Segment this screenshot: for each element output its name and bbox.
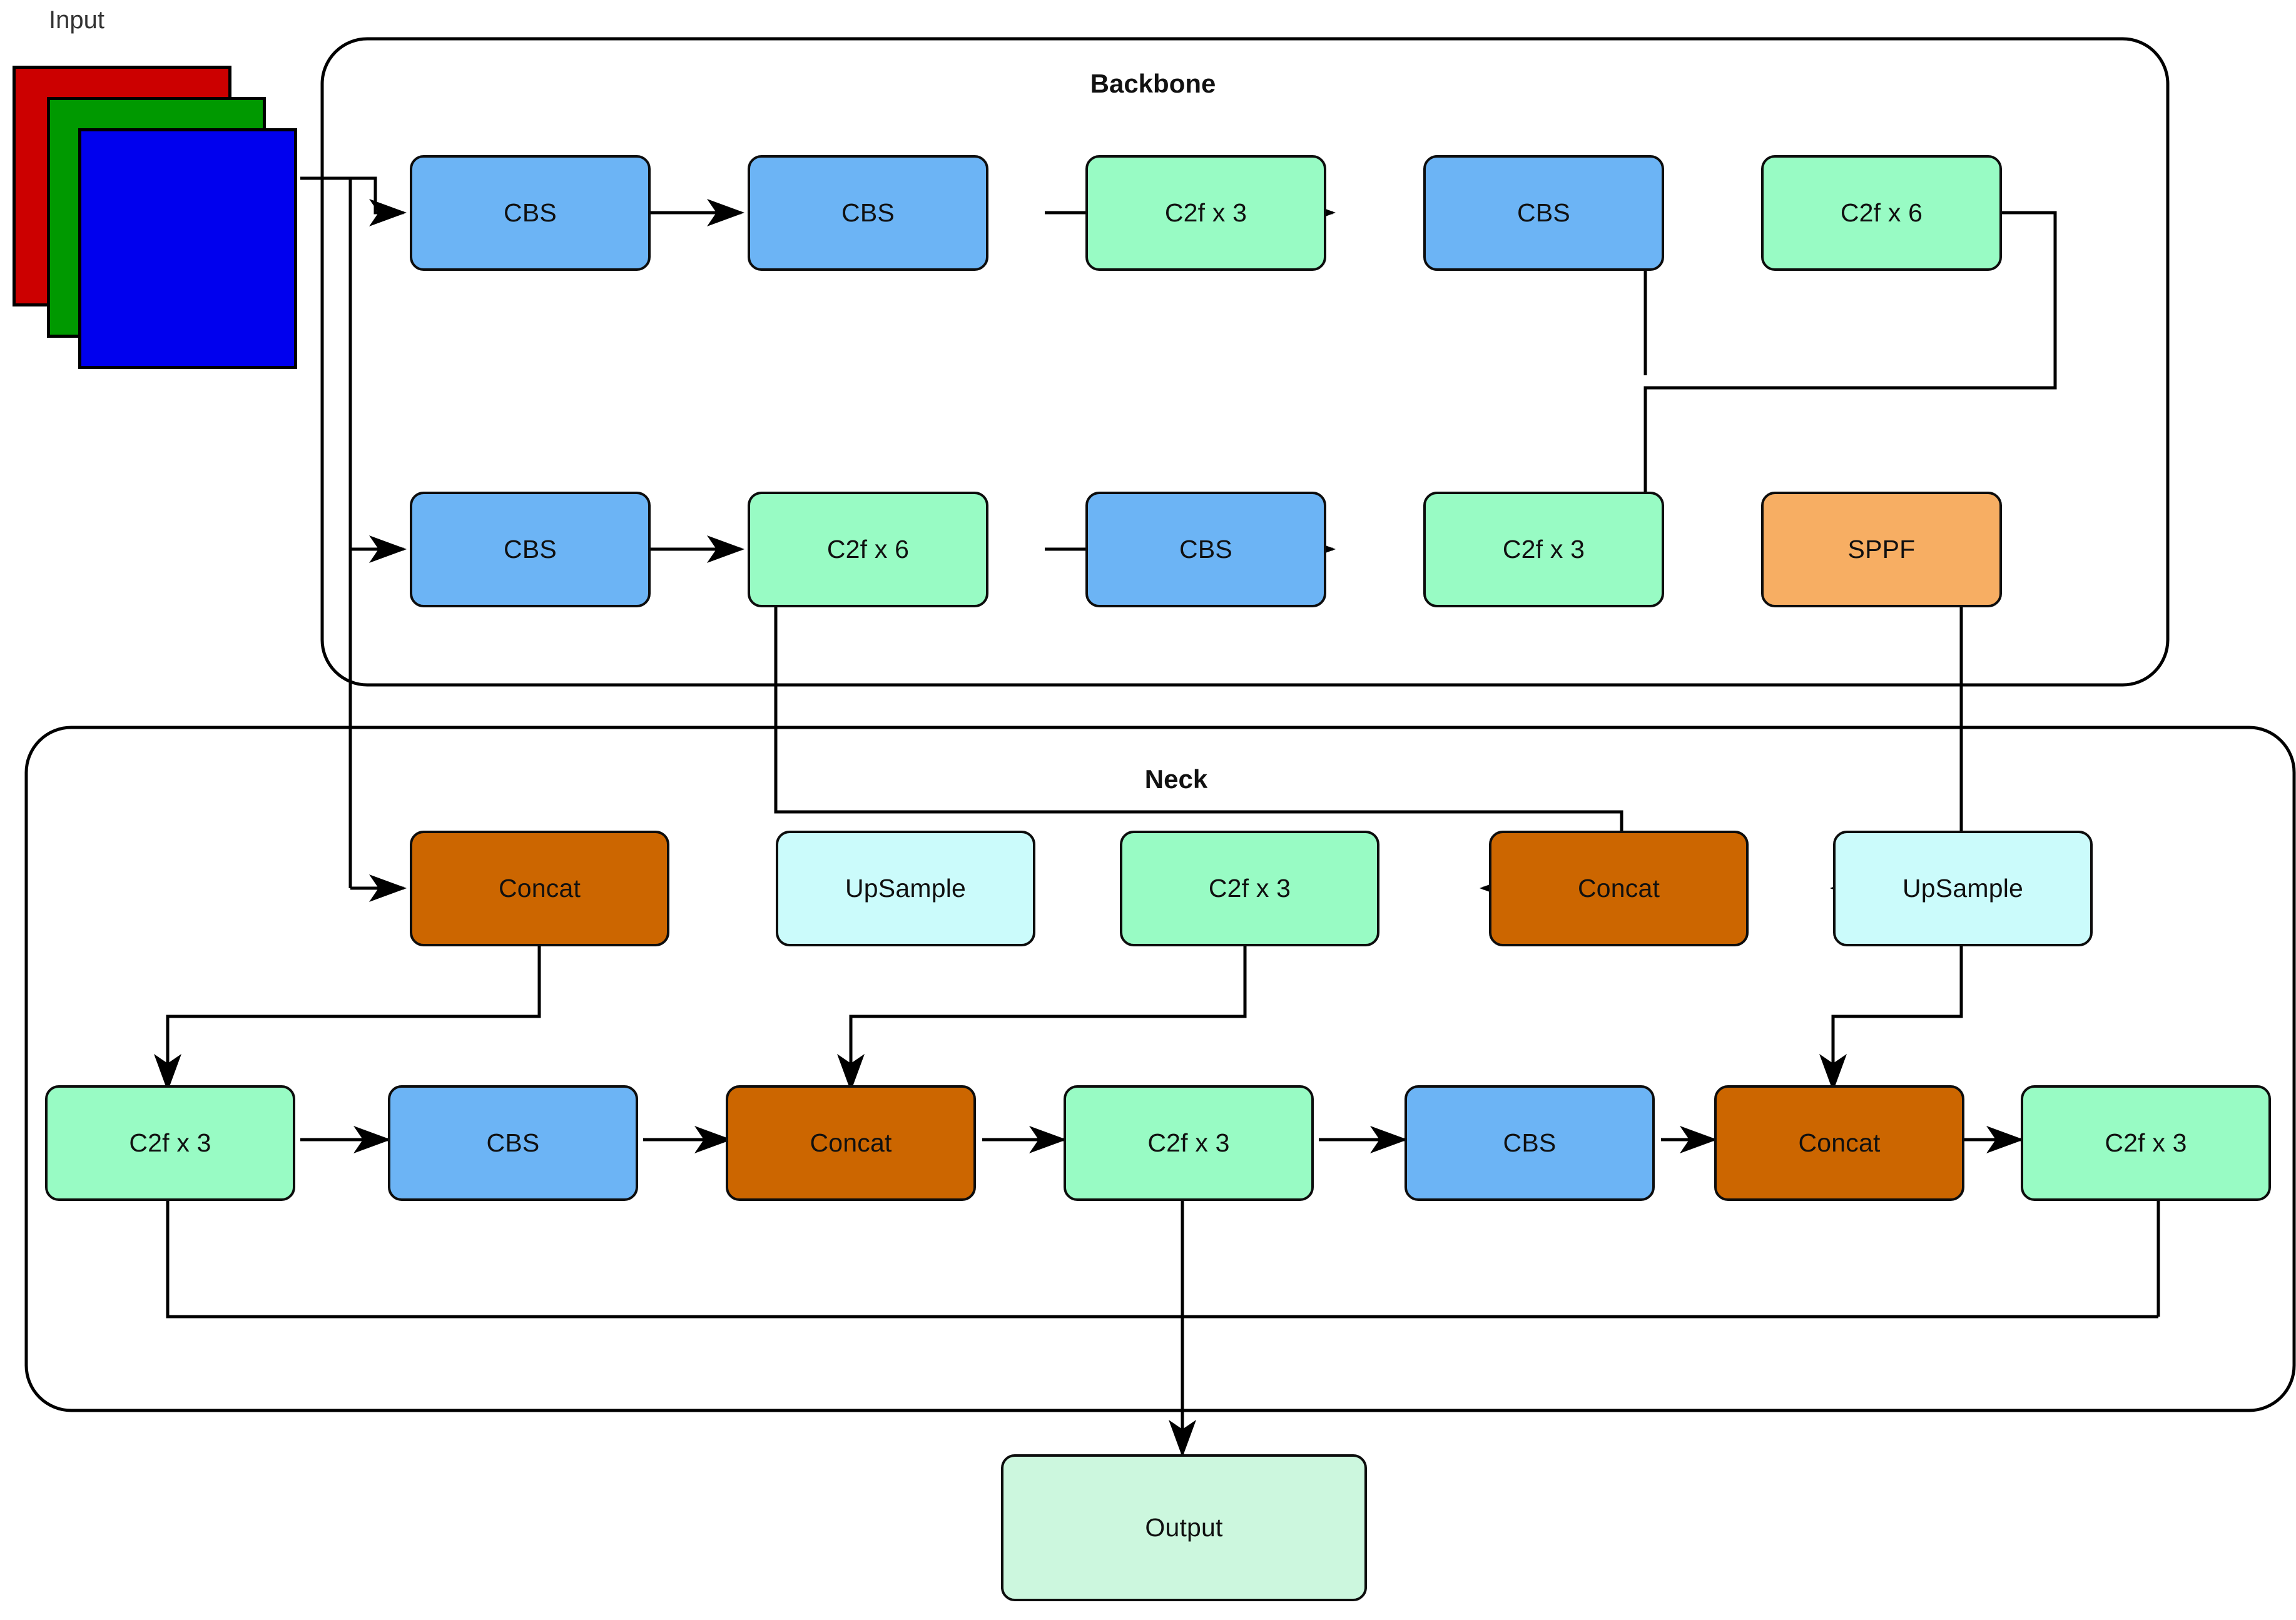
- node-output[interactable]: Output: [1001, 1454, 1367, 1601]
- node-bb-cbs-1[interactable]: CBS: [410, 155, 651, 271]
- node-bb-c2f-4[interactable]: C2f x 3: [1423, 492, 1664, 607]
- node-nk-c2f-1[interactable]: C2f x 3: [1120, 831, 1379, 946]
- node-nk-concat-1[interactable]: Concat: [410, 831, 669, 946]
- input-label: Input: [49, 6, 104, 34]
- node-bb-cbs-5[interactable]: CBS: [1085, 492, 1326, 607]
- node-nk-concat-4[interactable]: Concat: [1714, 1085, 1964, 1201]
- node-nk-up-2[interactable]: UpSample: [1833, 831, 2093, 946]
- node-bb-cbs-3[interactable]: CBS: [1423, 155, 1664, 271]
- node-bb-c2f-1[interactable]: C2f x 3: [1085, 155, 1326, 271]
- node-nk-c2f-4[interactable]: C2f x 3: [2021, 1085, 2271, 1201]
- neck-title: Neck: [1144, 764, 1208, 794]
- node-nk-c2f-2[interactable]: C2f x 3: [45, 1085, 295, 1201]
- node-nk-up-1[interactable]: UpSample: [776, 831, 1035, 946]
- node-nk-cbs-2[interactable]: CBS: [1405, 1085, 1655, 1201]
- node-bb-sppf[interactable]: SPPF: [1761, 492, 2002, 607]
- node-nk-cbs-1[interactable]: CBS: [388, 1085, 638, 1201]
- node-bb-cbs-2[interactable]: CBS: [748, 155, 988, 271]
- neck-container: [24, 726, 2296, 1412]
- input-plane-blue: [78, 128, 297, 369]
- backbone-container: [320, 37, 2170, 687]
- node-nk-concat-3[interactable]: Concat: [726, 1085, 976, 1201]
- node-nk-c2f-3[interactable]: C2f x 3: [1064, 1085, 1314, 1201]
- node-bb-c2f-2[interactable]: C2f x 6: [1761, 155, 2002, 271]
- node-bb-c2f-3[interactable]: C2f x 6: [748, 492, 988, 607]
- node-nk-concat-2[interactable]: Concat: [1489, 831, 1749, 946]
- node-bb-cbs-4[interactable]: CBS: [410, 492, 651, 607]
- backbone-title: Backbone: [1090, 69, 1216, 98]
